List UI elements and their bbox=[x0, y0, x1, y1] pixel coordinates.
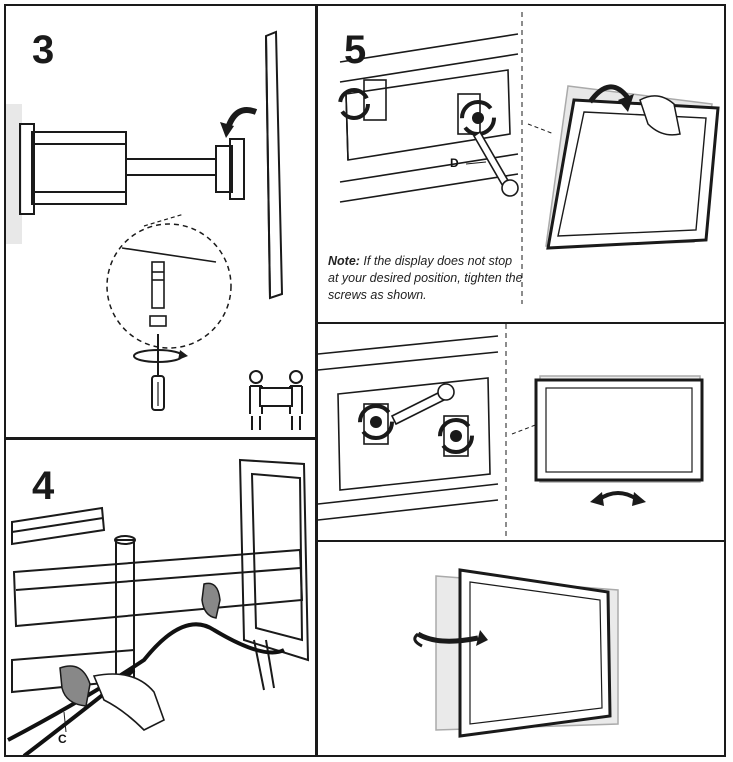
swivel-tension-illustration bbox=[318, 324, 704, 540]
note-text: If the display does not stop at your des… bbox=[328, 254, 523, 302]
step-5-panel: 5 D bbox=[318, 4, 726, 322]
two-person-lift-icon bbox=[249, 370, 303, 430]
rotate-panel bbox=[318, 542, 726, 757]
step-3-4-divider bbox=[4, 437, 316, 440]
step-3-number: 3 bbox=[32, 28, 55, 72]
step-3-panel: 3 bbox=[4, 4, 316, 438]
callout-d: D bbox=[450, 156, 459, 170]
tv-mount-arm-illustration bbox=[4, 30, 303, 430]
callout-c: C bbox=[58, 732, 67, 746]
step-4-number: 4 bbox=[32, 464, 55, 508]
step-5-divider-1 bbox=[317, 322, 726, 324]
tilt-note: Note: If the display does not stop at yo… bbox=[328, 253, 524, 304]
tilt-tension-illustration bbox=[338, 12, 720, 304]
rotation-illustration bbox=[413, 568, 619, 738]
step-4-panel: 4 C bbox=[4, 440, 316, 757]
note-label: Note: bbox=[328, 254, 360, 268]
swivel-adjust-panel bbox=[318, 324, 726, 540]
step-5-divider-2 bbox=[317, 540, 726, 542]
cable-management-illustration bbox=[7, 458, 310, 757]
column-divider bbox=[315, 4, 318, 757]
